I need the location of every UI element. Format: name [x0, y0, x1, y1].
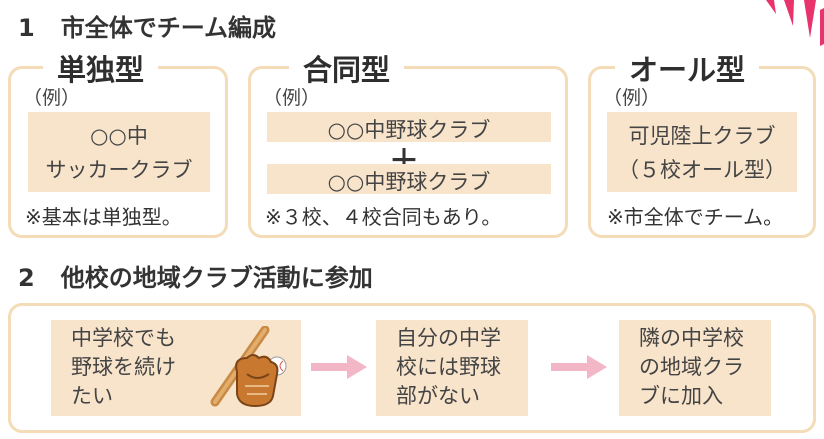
example-line: （５校オール型）	[618, 158, 786, 182]
section-2-text: 他校の地域クラブ活動に参加	[60, 264, 373, 292]
arrow-right-icon	[551, 355, 607, 379]
example-line: ○○中	[90, 124, 148, 148]
flow-line: 部がない	[396, 384, 480, 408]
example-box: ○○中野球クラブ	[267, 164, 551, 194]
flow-line: の地域クラ	[639, 355, 744, 379]
flow-line: 校には野球	[396, 355, 501, 379]
arrow-right-icon	[311, 355, 367, 379]
flow-line: 野球を続け	[71, 355, 176, 379]
panel-title: オール型	[615, 47, 760, 89]
flow-panel: 中学校でも 野球を続け たい 自分の中学 校には野球 部がない 隣の中学校	[8, 303, 816, 433]
accent-lines-icon	[766, 0, 824, 46]
example-line: 可児陸上クラブ	[628, 124, 776, 148]
example-line: ○○中野球クラブ	[327, 118, 491, 142]
flow-box-join-club: 隣の中学校 の地域クラ ブに加入	[619, 320, 771, 416]
example-box: 可児陸上クラブ （５校オール型）	[607, 112, 797, 192]
example-line: ○○中野球クラブ	[327, 170, 491, 194]
flow-line: 隣の中学校	[639, 326, 744, 350]
section-1-number: 1	[18, 14, 35, 42]
panel-note: ※市全体でチーム。	[607, 205, 784, 229]
example-box: ○○中 サッカークラブ	[28, 112, 210, 192]
section-1-text: 市全体でチーム編成	[60, 14, 276, 42]
panel-title: 合同型	[289, 47, 405, 89]
panel-note: ※基本は単独型。	[25, 205, 182, 229]
example-line: サッカークラブ	[45, 158, 193, 182]
example-label: （例）	[23, 87, 81, 109]
section-1-title: 1 市全体でチーム編成	[18, 8, 276, 43]
flow-box-no-club: 自分の中学 校には野球 部がない	[376, 320, 528, 416]
example-label: （例）	[603, 87, 661, 109]
section-2-title: 2 他校の地域クラブ活動に参加	[18, 258, 373, 293]
example-label: （例）	[263, 87, 321, 109]
panel-joint-type: 合同型 （例） ○○中野球クラブ ＋ ○○中野球クラブ ※３校、４校合同もあり。	[248, 47, 568, 238]
baseball-glove-bat-icon	[210, 326, 287, 408]
flow-box-student: 中学校でも 野球を続け たい	[51, 320, 301, 416]
flow-line: たい	[71, 384, 113, 408]
panel-all-type: オール型 （例） 可児陸上クラブ （５校オール型） ※市全体でチーム。	[588, 47, 816, 238]
panel-note: ※３校、４校合同もあり。	[265, 205, 502, 229]
flow-line: 中学校でも	[71, 326, 176, 350]
panel-single-type: 単独型 （例） ○○中 サッカークラブ ※基本は単独型。	[8, 47, 228, 238]
example-box: ○○中野球クラブ	[267, 112, 551, 142]
panel-title: 単独型	[43, 47, 159, 89]
flow-line: 自分の中学	[396, 326, 501, 350]
flow-line: ブに加入	[639, 384, 723, 408]
section-2-number: 2	[18, 264, 35, 292]
